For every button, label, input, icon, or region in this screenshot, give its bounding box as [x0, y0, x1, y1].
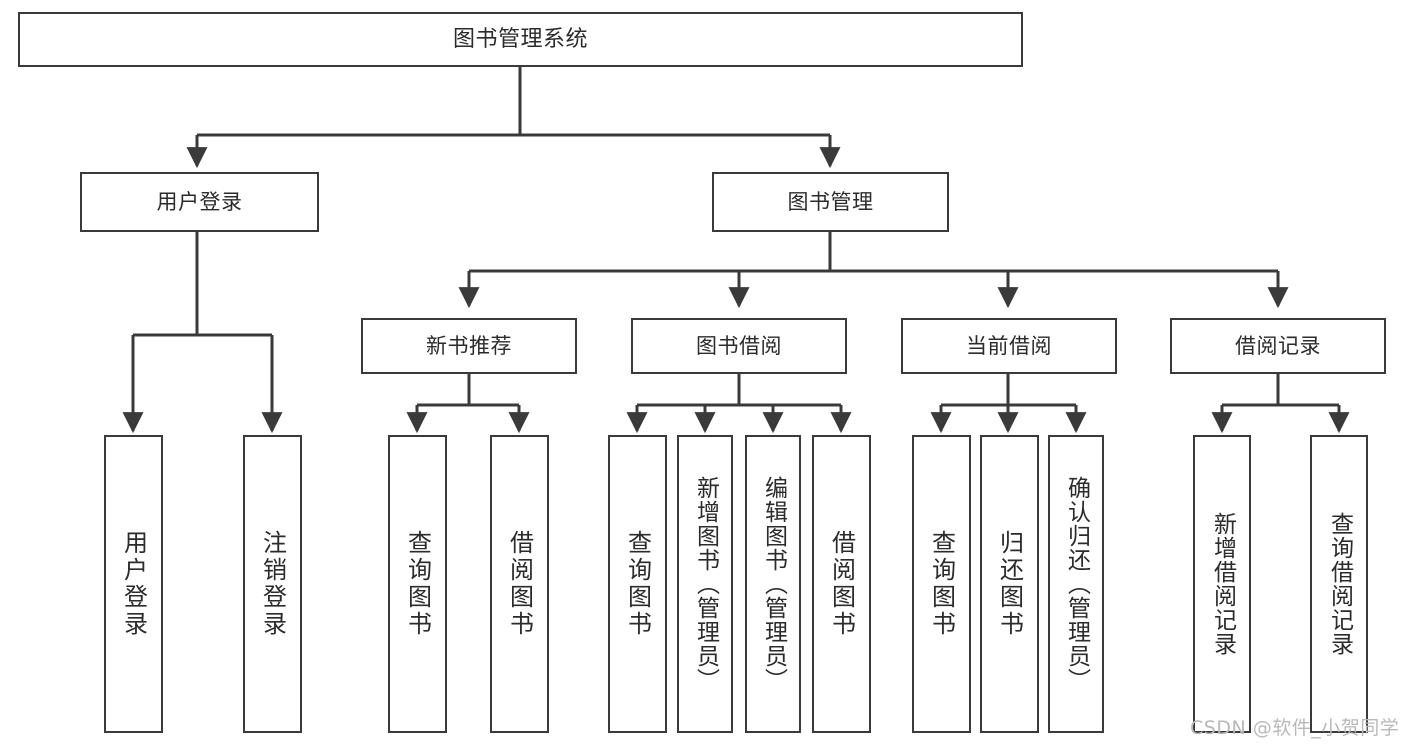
node-book-manage[interactable]: 图书管理 — [712, 172, 949, 232]
node-leaf-add-book[interactable]: 新增图书（管理员） — [677, 435, 733, 733]
node-borrow-record[interactable]: 借阅记录 — [1170, 318, 1386, 374]
node-label: 用户登录 — [156, 189, 243, 214]
node-label: 新书推荐 — [426, 333, 512, 358]
node-label: 当前借阅 — [966, 333, 1052, 358]
node-current-borrow[interactable]: 当前借阅 — [901, 318, 1117, 374]
node-label: 归还图书 — [995, 530, 1024, 638]
node-label: 编辑图书（管理员） — [760, 476, 787, 692]
node-label: 查询图书 — [403, 530, 432, 638]
node-label: 借阅图书 — [505, 530, 534, 638]
node-leaf-query-record[interactable]: 查询借阅记录 — [1310, 435, 1368, 733]
csdn-watermark: CSDN @软件_小贺同学 — [1190, 717, 1400, 739]
node-label: 用户登录 — [119, 530, 148, 638]
node-leaf-query-book-3[interactable]: 查询图书 — [912, 435, 971, 733]
node-label: 借阅图书 — [827, 530, 856, 638]
node-label: 查询图书 — [623, 530, 652, 638]
node-label: 查询借阅记录 — [1326, 512, 1353, 656]
node-label: 图书管理系统 — [452, 26, 588, 52]
node-leaf-add-record[interactable]: 新增借阅记录 — [1193, 435, 1251, 733]
node-leaf-query-book-2[interactable]: 查询图书 — [608, 435, 667, 733]
node-label: 新增借阅记录 — [1209, 512, 1236, 656]
node-leaf-query-book-1[interactable]: 查询图书 — [388, 435, 447, 733]
node-label: 注销登录 — [258, 530, 287, 638]
node-leaf-edit-book[interactable]: 编辑图书（管理员） — [745, 435, 801, 733]
node-book-borrow[interactable]: 图书借阅 — [631, 318, 847, 374]
node-leaf-confirm-return[interactable]: 确认归还（管理员） — [1048, 435, 1104, 733]
node-label: 确认归还（管理员） — [1063, 476, 1090, 692]
node-new-book-recommend[interactable]: 新书推荐 — [361, 318, 577, 374]
node-leaf-borrow-book-2[interactable]: 借阅图书 — [812, 435, 871, 733]
node-book-management-system[interactable]: 图书管理系统 — [18, 12, 1023, 67]
node-leaf-user-logout[interactable]: 注销登录 — [243, 435, 302, 733]
node-user-login[interactable]: 用户登录 — [80, 172, 319, 232]
node-leaf-user-login[interactable]: 用户登录 — [104, 435, 163, 733]
node-label: 图书借阅 — [696, 333, 782, 358]
node-label: 新增图书（管理员） — [692, 476, 719, 692]
node-label: 图书管理 — [787, 189, 874, 214]
node-label: 查询图书 — [927, 530, 956, 638]
node-leaf-borrow-book-1[interactable]: 借阅图书 — [490, 435, 549, 733]
node-leaf-return-book[interactable]: 归还图书 — [980, 435, 1039, 733]
node-label: 借阅记录 — [1235, 333, 1321, 358]
